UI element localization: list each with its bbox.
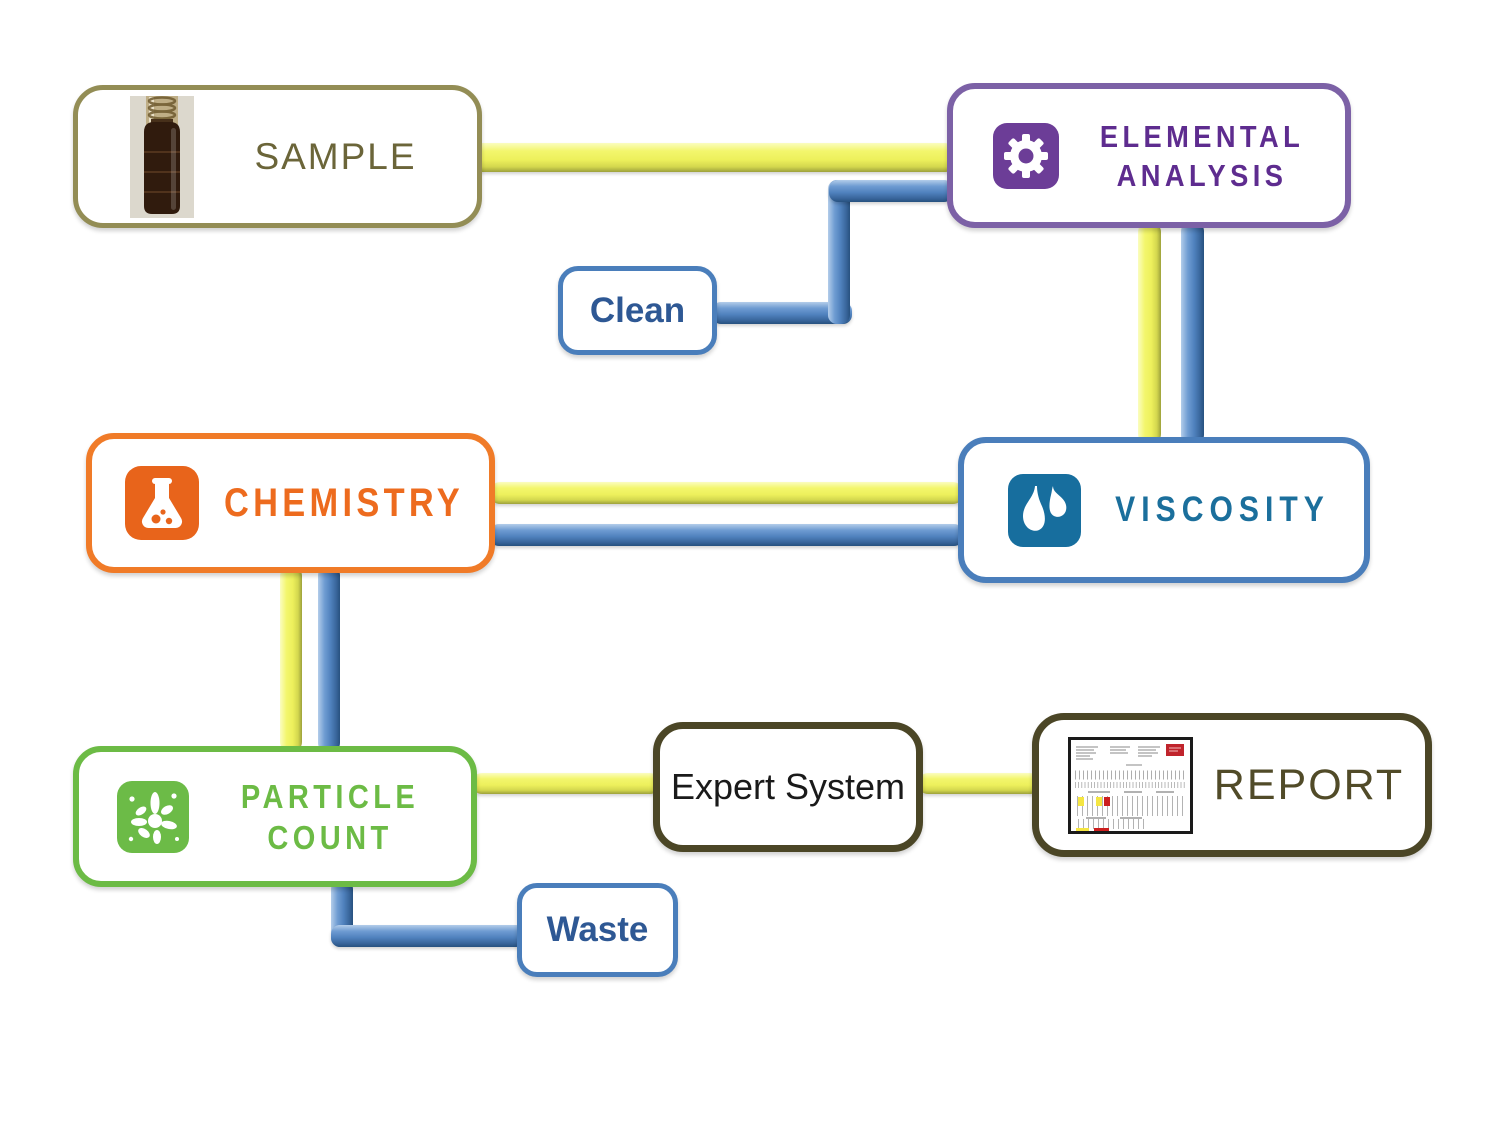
chemistry-label: CHEMISTRY: [223, 480, 465, 525]
waste-label: Waste: [546, 910, 649, 949]
report-label: REPORT: [1213, 760, 1405, 809]
chemistry-node: CHEMISTRY: [86, 433, 495, 573]
gear-icon: [993, 122, 1059, 189]
report-node: REPORT: [1032, 713, 1432, 857]
elemental-analysis-node: ELEMENTAL ANALYSIS: [947, 83, 1351, 228]
pipe-chemistry-to-viscosity-blue: [490, 524, 963, 546]
pipe-particle-to-expert: [472, 773, 660, 794]
sample-label: SAMPLE: [254, 135, 417, 177]
pipe-clean-to-elemental-riser: [828, 180, 850, 324]
sample-node: SAMPLE: [73, 85, 482, 228]
pipe-clean-to-elemental-segment: [712, 302, 852, 324]
report-thumbnail: [1068, 736, 1193, 834]
pipe-chemistry-to-particle-yellow: [280, 566, 302, 752]
viscosity-label: VISCOSITY: [1115, 490, 1330, 529]
pipe-clean-to-elemental-top-segment: [829, 180, 953, 202]
pipe-elemental-to-viscosity-blue: [1181, 222, 1204, 444]
viscosity-node: VISCOSITY: [958, 437, 1370, 583]
pipe-elemental-to-viscosity-yellow: [1138, 222, 1161, 444]
pipe-chemistry-to-particle-blue: [318, 566, 340, 752]
waste-node: Waste: [517, 883, 678, 977]
pipe-chemistry-to-viscosity-yellow: [490, 482, 963, 504]
flask-icon: [125, 466, 199, 540]
oil-vial-photo: [130, 95, 194, 218]
clean-label: Clean: [589, 290, 686, 330]
droplets-icon: [1008, 473, 1081, 547]
pipe-expert-to-report: [918, 773, 1040, 794]
pipe-particle-to-waste-segment: [331, 925, 525, 947]
expert-system-node: Expert System: [653, 722, 923, 852]
splatter-icon: [117, 780, 189, 853]
elemental-analysis-label: ELEMENTAL ANALYSIS: [1099, 118, 1305, 193]
pipe-sample-to-elemental: [470, 143, 955, 172]
expert-system-label: Expert System: [670, 766, 906, 807]
particle-count-label: PARTICLE COUNT: [240, 777, 420, 856]
particle-count-node: PARTICLE COUNT: [73, 746, 477, 887]
clean-node: Clean: [558, 266, 717, 355]
